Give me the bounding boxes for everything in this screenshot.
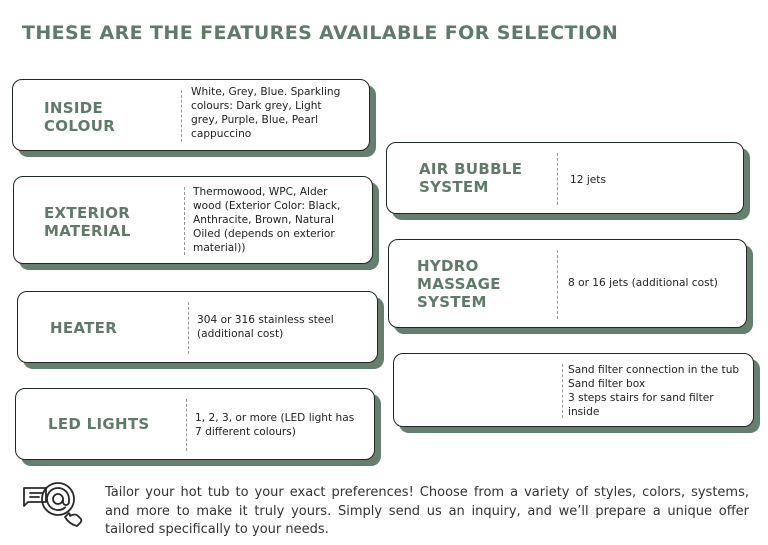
text-line: 3 steps stairs for sand filter xyxy=(568,392,714,404)
text-line: Oiled (depends on exterior xyxy=(193,228,335,240)
text-line: White, Grey, Blue. Sparkling xyxy=(191,86,341,98)
text-line: SYSTEM xyxy=(419,178,489,196)
page-title: THESE ARE THE FEATURES AVAILABLE FOR SEL… xyxy=(22,22,619,44)
text-line: Anthracite, Brown, Natural xyxy=(193,214,334,226)
text-line: LED LIGHTS xyxy=(48,415,150,433)
text-line: 12 jets xyxy=(570,174,606,186)
feature-description: Thermowood, WPC, Alder wood (Exterior Col… xyxy=(193,185,371,255)
text-line: material)) xyxy=(193,242,246,254)
text-line: cappuccino xyxy=(191,128,252,140)
text-line: colours: Dark grey, Light xyxy=(191,100,322,112)
text-line: 7 different colours) xyxy=(195,426,296,438)
text-line: 304 or 316 stainless steel xyxy=(197,314,334,326)
text-line: MATERIAL xyxy=(44,222,131,240)
text-line: 8 or 16 jets (additional cost) xyxy=(568,277,718,289)
feature-card-led-lights: LED LIGHTS 1, 2, 3, or more (LED light h… xyxy=(15,388,375,460)
text-line: AIR BUBBLE xyxy=(419,160,523,178)
chat-at-phone-icon xyxy=(20,478,90,528)
divider xyxy=(557,250,558,319)
feature-description: 8 or 16 jets (additional cost) xyxy=(568,276,743,290)
feature-description: 304 or 316 stainless steel (additional co… xyxy=(197,313,372,341)
text-line: COLOUR xyxy=(44,117,116,135)
text-line: MASSAGE xyxy=(417,275,501,293)
text-line: Thermowood, WPC, Alder xyxy=(193,186,328,198)
text-line: SYSTEM xyxy=(417,293,487,311)
feature-label: HEATER xyxy=(50,319,117,337)
text-line: wood (Exterior Color: Black, xyxy=(193,200,341,212)
text-line: Sand filter connection in the tub xyxy=(568,364,740,376)
divider xyxy=(181,90,182,142)
text-line: EXTERIOR xyxy=(44,204,131,222)
text-line: INSIDE xyxy=(44,99,104,117)
divider xyxy=(562,364,563,418)
text-line: Sand filter box xyxy=(568,378,646,390)
text-line: inside xyxy=(568,406,600,418)
feature-description: 12 jets xyxy=(570,173,730,187)
feature-card-heater: HEATER 304 or 316 stainless steel (additi… xyxy=(17,291,378,363)
feature-label: LED LIGHTS xyxy=(48,415,150,433)
feature-description: 1, 2, 3, or more (LED light has 7 differe… xyxy=(195,411,370,439)
text-line: HYDRO xyxy=(417,257,479,275)
divider xyxy=(188,302,189,354)
text-line: 1, 2, 3, or more (LED light has xyxy=(195,412,355,424)
divider xyxy=(186,399,187,451)
text-line: HEATER xyxy=(50,319,118,337)
footer-text: Tailor your hot tub to your exact prefer… xyxy=(105,485,749,537)
divider xyxy=(557,153,558,205)
text-line: (additional cost) xyxy=(197,328,284,340)
divider xyxy=(184,187,185,255)
feature-description: White, Grey, Blue. Sparkling colours: Dar… xyxy=(191,85,366,141)
text-line: grey, Purple, Blue, Pearl xyxy=(191,114,319,126)
